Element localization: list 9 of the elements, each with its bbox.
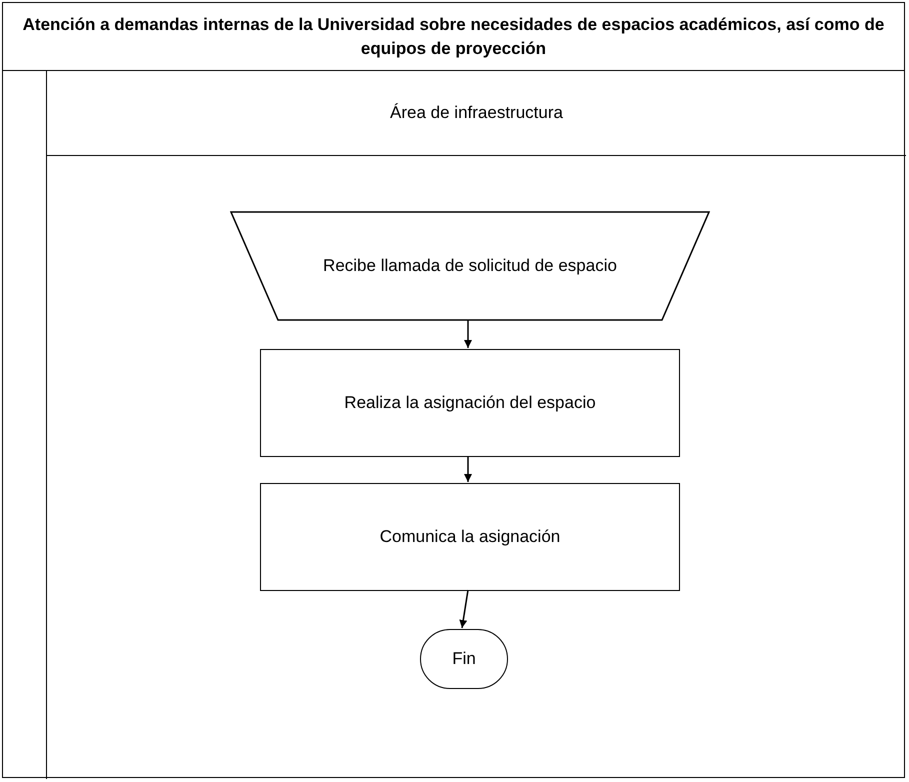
step-label: Comunica la asignación bbox=[380, 526, 560, 548]
manual-input-trapezoid bbox=[230, 211, 710, 321]
step-label: Recibe llamada de solicitud de espacio bbox=[323, 254, 617, 277]
lane-title: Área de infraestructura bbox=[390, 102, 563, 124]
diagram-title: Atención a demandas internas de la Universidad sobre necesidades de espacios académicos, así como de equipos de proyección bbox=[22, 14, 886, 60]
step-label: Realiza la asignación del espacio bbox=[344, 392, 596, 414]
process-box bbox=[260, 349, 680, 457]
process-box bbox=[260, 483, 680, 591]
step-label: Fin bbox=[452, 648, 476, 670]
